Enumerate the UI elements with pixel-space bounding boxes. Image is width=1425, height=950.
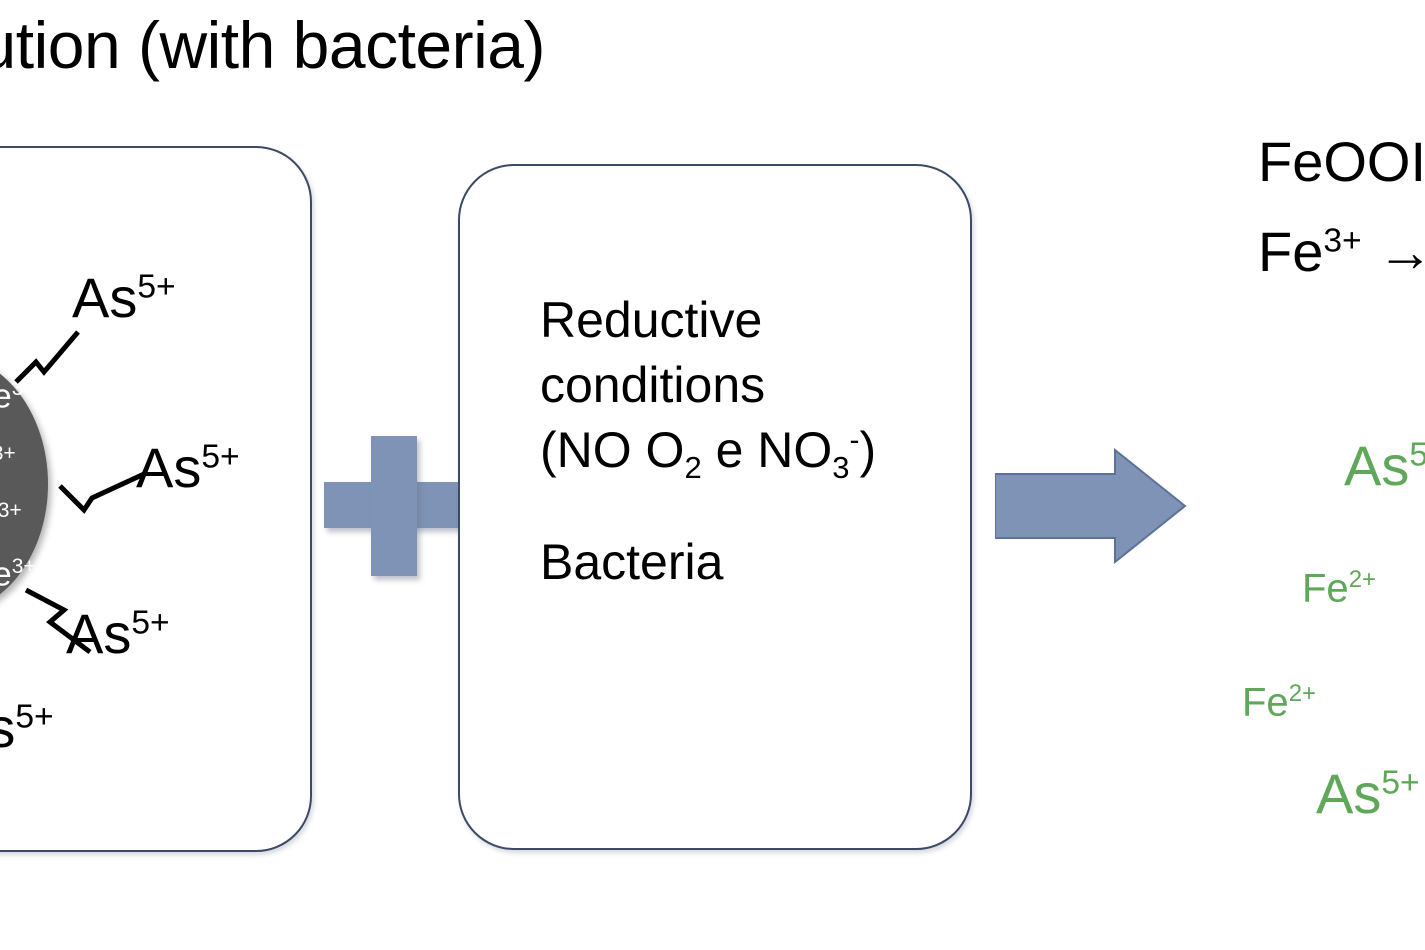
as-label-1: As5+ <box>72 266 176 329</box>
as-label-3: As5+ <box>66 602 170 665</box>
conditions-box <box>458 164 972 850</box>
conditions-line-1: Reductive <box>540 292 763 348</box>
product-fe3-arrow-label: Fe3+ → <box>1258 220 1425 283</box>
as-label-2: As5+ <box>136 436 240 499</box>
particle-fe-label-4: Fe3+ <box>0 555 36 594</box>
bond-zigzag-1 <box>14 330 80 384</box>
particle-fe-label-2: Fe3+ <box>0 442 16 465</box>
process-arrow <box>995 448 1187 564</box>
conditions-line-3: (NO O2 e NO3-) <box>540 422 877 485</box>
conditions-line-4: Bacteria <box>540 534 724 591</box>
product-fe-1: Fe2+ <box>1302 566 1377 611</box>
bond-zigzag-3 <box>24 587 92 654</box>
product-as-2: As5+ <box>1316 762 1420 825</box>
conditions-text: Reductive conditions (NO O2 e NO3-) Bact… <box>540 288 970 595</box>
plus-operator <box>324 436 464 576</box>
as-label-4: As5+ <box>0 696 54 759</box>
reactant-mineral-box <box>0 146 312 852</box>
plus-vertical-bar <box>371 436 417 576</box>
page-title: issolution (with bacteria) <box>0 8 545 82</box>
product-feooh-label: FeOOI <box>1258 130 1425 193</box>
conditions-spacer <box>540 488 970 530</box>
product-as-1: As5+ <box>1344 434 1425 497</box>
bond-zigzag-2 <box>58 471 146 514</box>
conditions-line-2: conditions <box>540 357 766 413</box>
product-fe-2: Fe2+ <box>1242 680 1317 725</box>
particle-fe-label-3: Fe3+ <box>0 499 22 522</box>
